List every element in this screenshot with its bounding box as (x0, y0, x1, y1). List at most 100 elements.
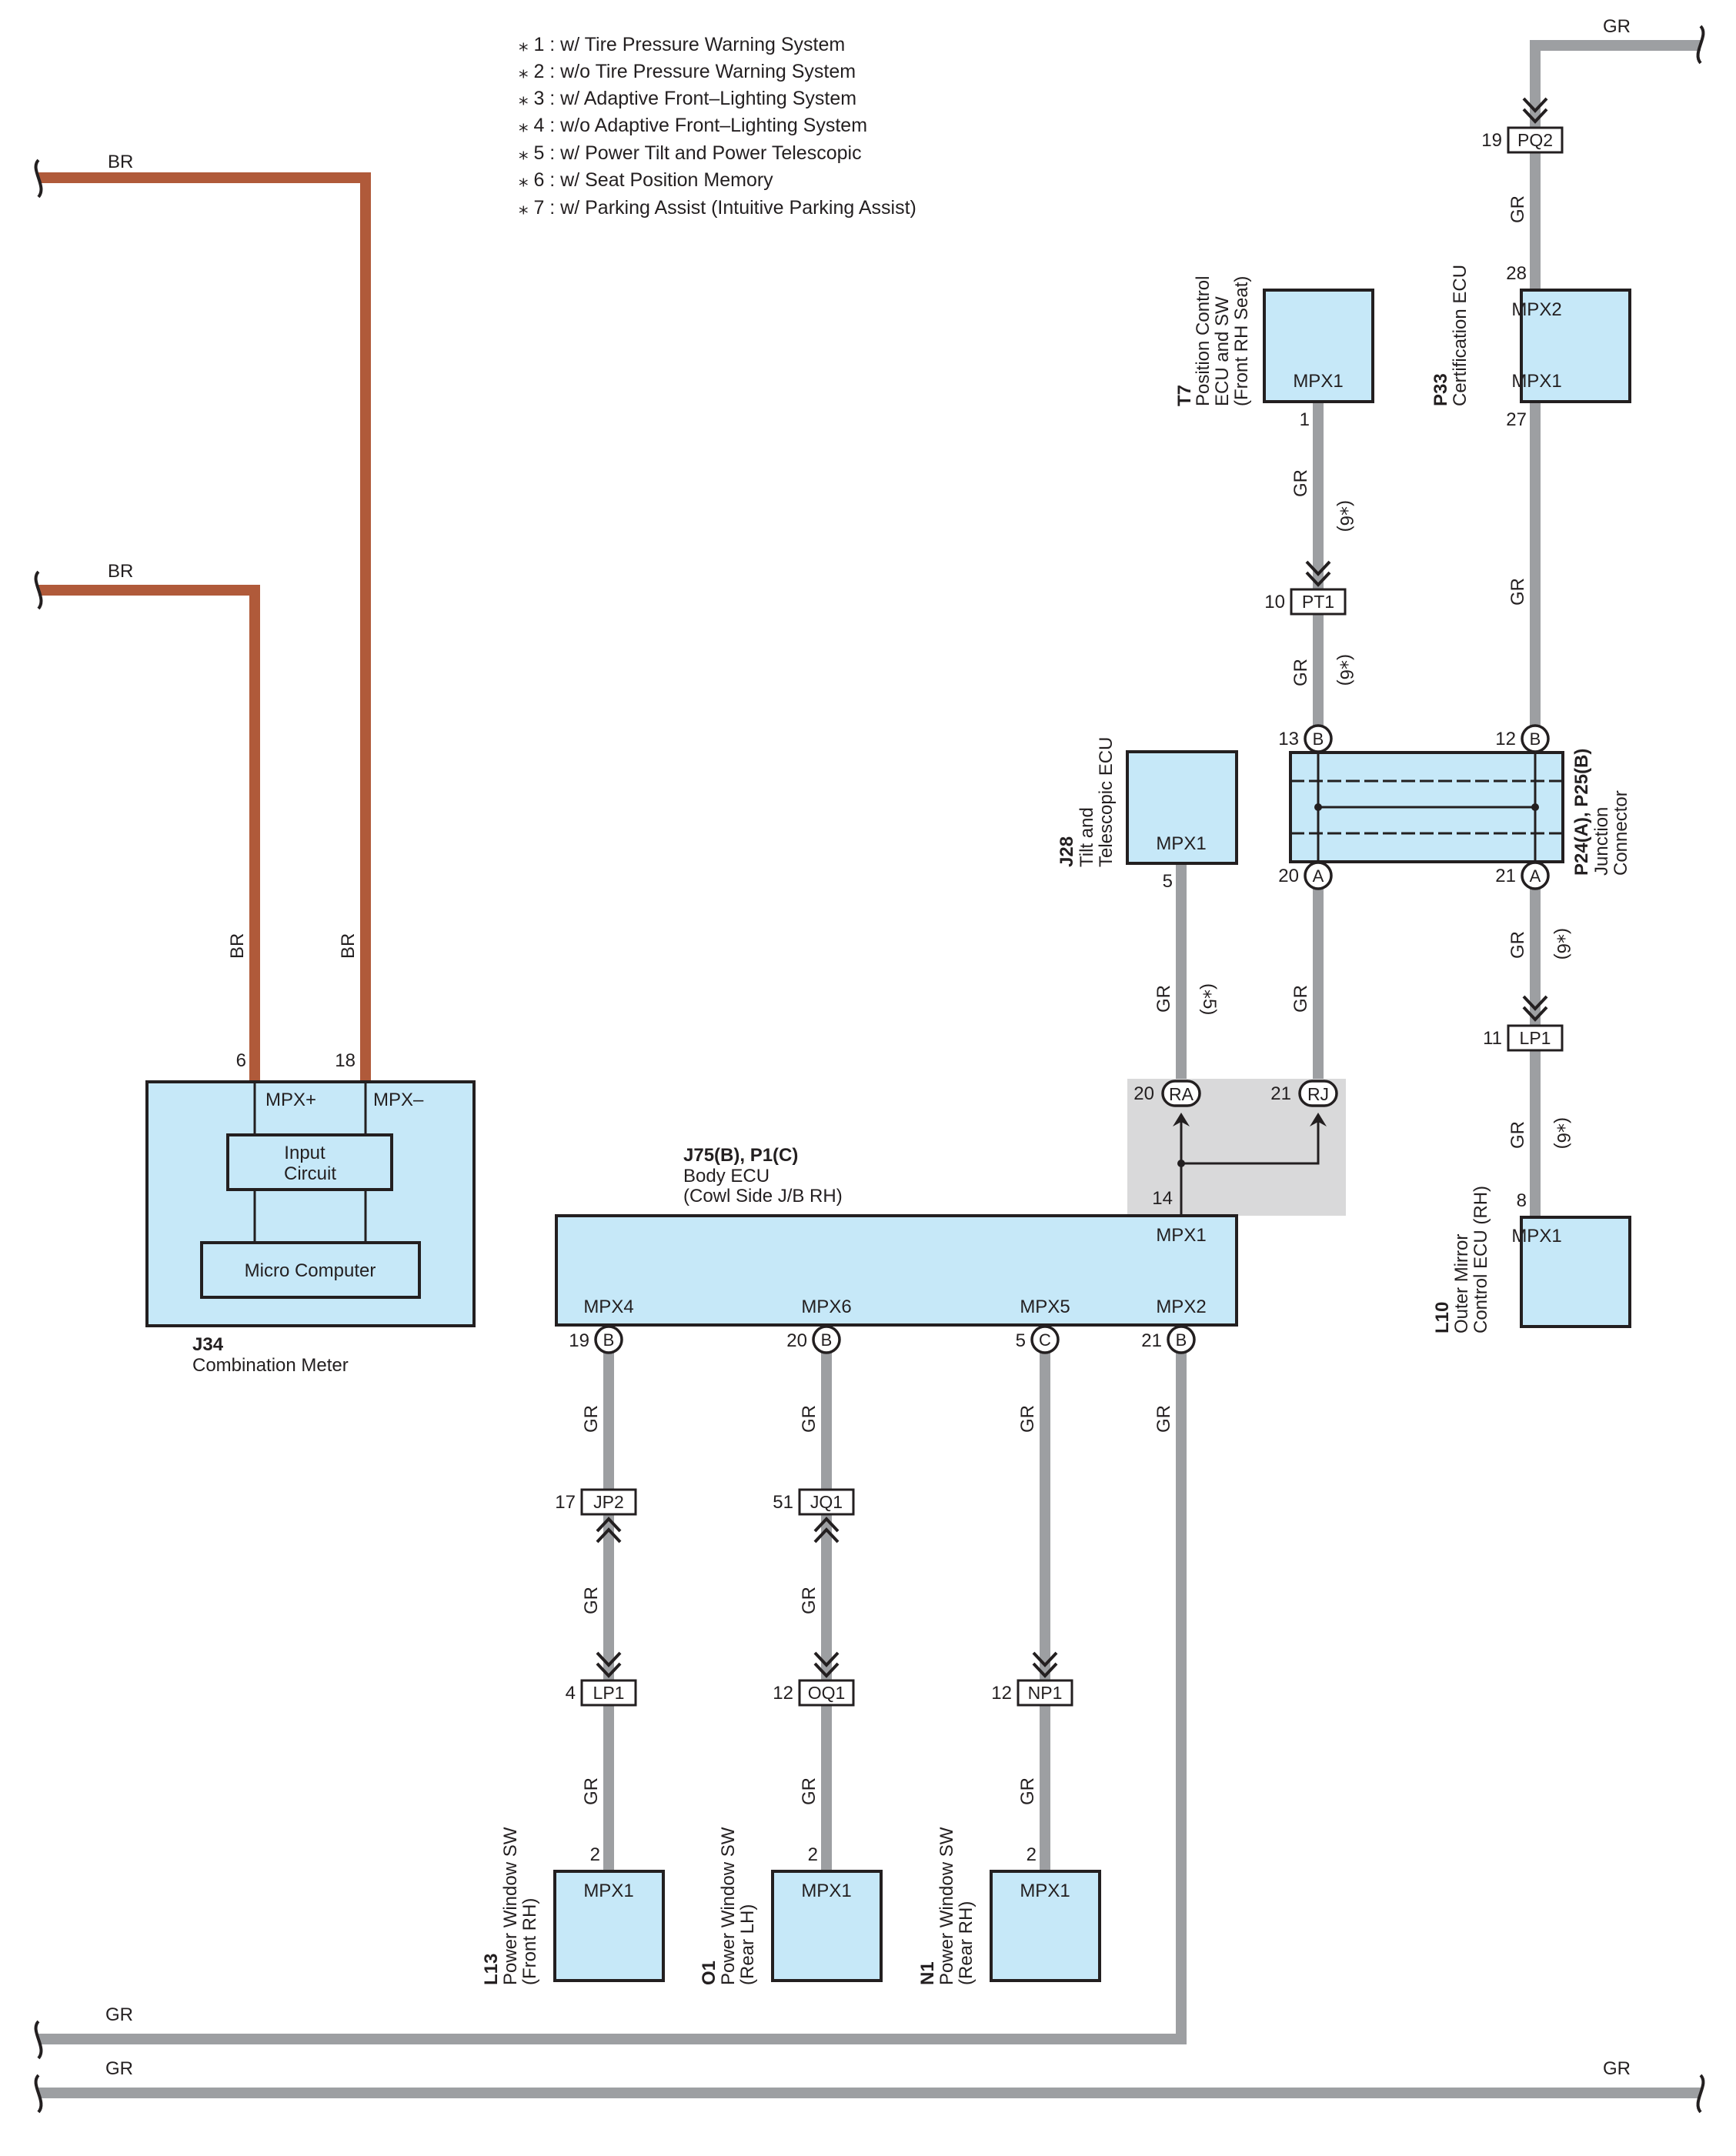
component-code: L13 (481, 1954, 502, 1985)
pin-number: 5 (1016, 1330, 1026, 1351)
terminal-mpx1: MPX1 (1156, 1225, 1206, 1246)
connector-circle (1304, 861, 1333, 890)
wire-label-gr: GR (1507, 931, 1528, 959)
mirror-ecu-box (1520, 1216, 1631, 1328)
inline-connectors: PQ2 19 PT1 10 LP1 11 JP2 17 JQ1 51 LP1 4 (555, 97, 1564, 1707)
chevron-up-icon (813, 1517, 840, 1533)
terminal-mpx5: MPX5 (1020, 1297, 1070, 1317)
br-wire-mpx-minus (38, 172, 371, 1082)
pin-number: 2 (590, 1844, 600, 1865)
pin-number: 2 (808, 1844, 818, 1865)
component-name: Power Window SW (500, 1827, 521, 1985)
chevron-down-icon (1305, 571, 1331, 587)
option-note-6: (⁎6) (1553, 928, 1574, 960)
note-5: ⁎ 5 : w/ Power Tilt and Power Telescopic (519, 142, 862, 164)
connector-label: PT1 (1302, 592, 1334, 612)
connector-circle (1030, 1325, 1060, 1354)
terminal-mpx6: MPX6 (801, 1297, 851, 1317)
break-mark-gr-right (1696, 2074, 1705, 2114)
pin-number: 12 (1495, 729, 1516, 749)
wire-label-br: BR (108, 152, 133, 172)
wire-label-gr: GR (581, 1777, 602, 1805)
connector-label: LP1 (1520, 1028, 1551, 1048)
component-name: Position Control (1193, 276, 1214, 406)
component-name: Tilt and (1077, 807, 1097, 867)
pin-number: 1 (1300, 409, 1310, 430)
junction-dot (1314, 803, 1322, 811)
pin-number: 12 (773, 1683, 793, 1704)
pin-number: 21 (1270, 1083, 1291, 1104)
splice-dot (1177, 1160, 1185, 1167)
certification-ecu-box (1520, 289, 1631, 403)
junction-connector: B B A A 13 12 20 21 P24(A), P25(B) Junct… (1278, 724, 1631, 890)
connector-label: JQ1 (810, 1492, 843, 1512)
terminal-mpx-minus: MPX– (373, 1090, 424, 1110)
wire-label-gr: GR (799, 1777, 820, 1805)
wire-label-br: BR (227, 933, 248, 959)
terminal-mpx1: MPX1 (1156, 833, 1206, 854)
wire-label-gr: GR (1290, 469, 1311, 497)
connector-circle (812, 1325, 841, 1354)
component-code: L10 (1432, 1302, 1453, 1333)
component-name: Connector (1611, 790, 1631, 876)
terminal-mpx-plus: MPX+ (265, 1090, 316, 1110)
pin-number: 20 (1133, 1083, 1154, 1104)
splice-area: RA RJ 20 21 14 (1127, 1079, 1346, 1216)
outer-mirror-ecu: MPX1 8 L10 Outer Mirror Control ECU (RH) (1432, 1186, 1631, 1333)
chevron-down-icon (1032, 1651, 1058, 1667)
chevron-up-icon (813, 1527, 840, 1544)
terminal-mpx2: MPX2 (1511, 299, 1561, 320)
option-note-6: (⁎6) (1553, 1117, 1574, 1149)
wire-label-gr: GR (1603, 2058, 1631, 2079)
component-code: N1 (917, 1961, 938, 1985)
splice-line (1180, 1122, 1320, 1216)
br-wires (38, 172, 371, 1082)
pin-number: 28 (1506, 263, 1527, 284)
chevron-up-icon (596, 1527, 622, 1544)
chevron-down-icon (1522, 1006, 1548, 1022)
micro-computer-box (200, 1241, 421, 1299)
component-name: Certification ECU (1450, 265, 1471, 406)
connector-np1 (1017, 1679, 1073, 1707)
pin-number: 20 (1278, 866, 1299, 886)
component-name: Junction (1591, 807, 1612, 876)
terminal-mpx1: MPX1 (1511, 1226, 1561, 1247)
power-window-box (990, 1870, 1101, 1982)
component-name: Outer Mirror (1451, 1234, 1472, 1333)
certification-ecu: MPX2 MPX1 28 27 P33 Certification ECU (1431, 263, 1631, 430)
component-code: P24(A), P25(B) (1571, 749, 1592, 876)
note-1: ⁎ 1 : w/ Tire Pressure Warning System (519, 34, 845, 55)
power-window-switch-rear-lh: MPX1 2 O1 Power Window SW (Rear LH) (699, 1827, 883, 1985)
wire-label-gr: GR (1603, 16, 1631, 37)
wire-label-gr: GR (105, 2004, 133, 2025)
pin-number: 13 (1278, 729, 1299, 749)
chevron-down-icon (1032, 1662, 1058, 1678)
connector-letter: B (603, 1330, 615, 1350)
wire-label-br: BR (338, 933, 359, 959)
component-code: J75(B), P1(C) (683, 1145, 798, 1166)
chevron-down-icon (1522, 97, 1548, 113)
position-ecu-box (1263, 289, 1374, 403)
wire-label-gr: GR (1290, 985, 1311, 1013)
pin-number: 2 (1027, 1844, 1037, 1865)
connector-circle (1167, 1325, 1196, 1354)
wire-label-gr: GR (1153, 1405, 1174, 1433)
gr-wire-top-right (1530, 40, 1701, 291)
connector-label: PQ2 (1517, 130, 1553, 150)
micro-computer-label: Micro Computer (245, 1260, 376, 1281)
br-wire-mpx-plus (38, 585, 260, 1082)
pin-number: 14 (1152, 1188, 1173, 1209)
input-circuit-label: Input (284, 1143, 326, 1163)
position-control-ecu: MPX1 1 T7 Position Control ECU and SW (F… (1174, 276, 1374, 430)
connector-lp1 (1507, 1024, 1564, 1052)
pin-number: 19 (569, 1330, 589, 1351)
note-2: ⁎ 2 : w/o Tire Pressure Warning System (519, 61, 856, 82)
terminal-mpx4: MPX4 (583, 1297, 633, 1317)
wire-color-labels: BR BR GR GR GR GR BR BR GR GR GR GR GR G… (105, 16, 1631, 2079)
splice-ra-oval (1161, 1080, 1201, 1107)
input-circuit-box (226, 1133, 393, 1191)
input-circuit-label: Circuit (284, 1163, 336, 1184)
break-mark-br-top (34, 159, 43, 199)
option-note-6: (⁎6) (1336, 654, 1357, 686)
terminal-mpx1: MPX1 (801, 1881, 851, 1901)
